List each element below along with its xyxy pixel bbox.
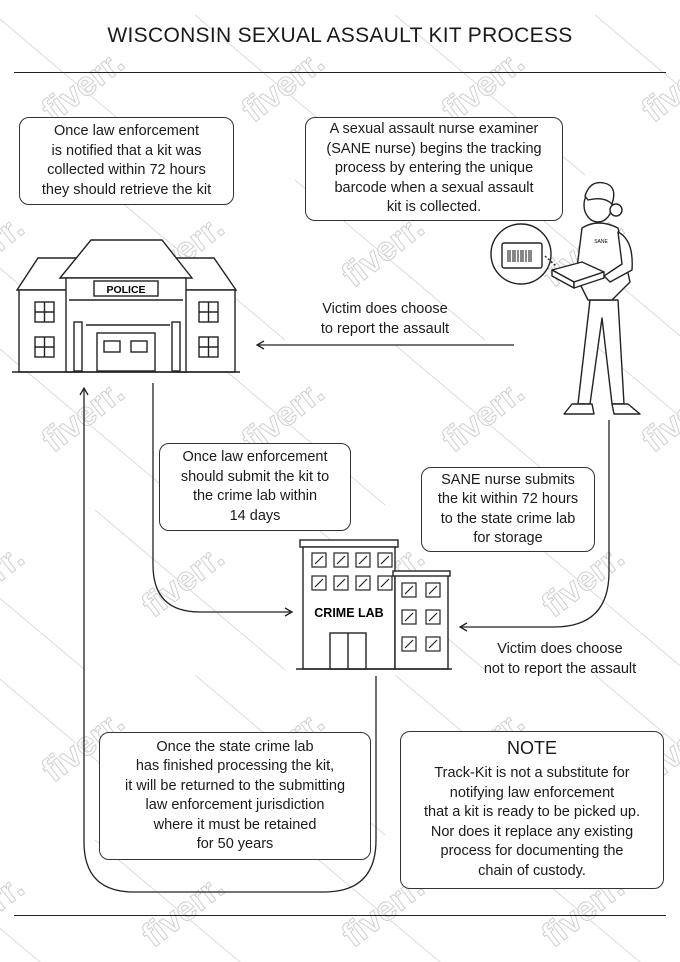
arrow-police-to-lab: [152, 383, 294, 617]
note-box: NOTE Track-Kit is not a substitute for n…: [400, 731, 664, 889]
box-police-retrieve: Once law enforcement is notified that a …: [19, 117, 234, 205]
title-rule: [14, 72, 666, 73]
lab-window-glint: [358, 555, 368, 565]
lab-window-glint: [380, 578, 390, 588]
box-line: A sexual assault nurse examiner: [329, 121, 539, 138]
lab-window-glint: [428, 585, 438, 595]
box-line: SANE nurse submits: [441, 471, 575, 488]
box-line: the crime lab within: [192, 488, 318, 504]
box-sane-tracking: A sexual assault nurse examiner (SANE nu…: [305, 117, 563, 221]
lab-window-glint: [404, 612, 414, 622]
police-sign: POLICE: [106, 284, 145, 296]
watermark-line: [94, 509, 286, 671]
box-line: Once law enforcement: [182, 449, 328, 465]
box-line: Once the state crime lab: [156, 738, 314, 755]
watermark-line: [294, 839, 441, 962]
box-line: to the state crime lab: [440, 510, 576, 527]
nurse-badge: SANE: [594, 239, 608, 245]
crime-lab-sign: CRIME LAB: [314, 606, 383, 620]
box-line: law enforcement jurisdiction: [145, 797, 325, 813]
box-line: it will be returned to the submitting: [124, 777, 346, 794]
note-title: NOTE: [506, 737, 557, 758]
box-line: 14 days: [229, 507, 281, 524]
lab-window-glint: [314, 555, 324, 565]
label-victim-not-reports: Victim does choose not to report the ass…: [465, 640, 655, 679]
box-line: Once law enforcement: [53, 123, 200, 139]
arrow-lab-to-police: [79, 386, 377, 893]
lab-window-glint: [428, 639, 438, 649]
box-line: collected within 72 hours: [47, 162, 206, 178]
label-line: Victim does choose: [322, 301, 448, 317]
box-line: kit is collected.: [386, 199, 482, 216]
box-line: for storage: [473, 530, 543, 546]
box-kit-returned: Once the state crime lab has finished pr…: [99, 732, 371, 860]
box-line: should submit the kit to: [180, 468, 330, 485]
label-line: to report the assault: [320, 320, 450, 337]
note-line: notifying law enforcement: [449, 784, 615, 801]
label-victim-reports: Victim does choose to report the assault: [295, 300, 475, 339]
box-line: where it must be retained: [153, 816, 317, 833]
note-line: that a kit is ready to be picked up.: [423, 804, 640, 821]
note-line: chain of custody.: [478, 862, 586, 879]
watermark-line: [0, 597, 86, 671]
page-title: WISCONSIN SEXUAL ASSAULT KIT PROCESS: [107, 24, 573, 47]
box-line: (SANE nurse) begins the tracking: [326, 140, 542, 157]
box-line: the kit within 72 hours: [437, 491, 579, 507]
note-line: Nor does it replace any existing: [430, 823, 634, 840]
lab-window-glint: [404, 639, 414, 649]
lab-window-glint: [404, 585, 414, 595]
watermark-line: [94, 839, 241, 962]
box-sane-submits: SANE nurse submits the kit within 72 hou…: [421, 467, 595, 552]
box-line: they should retrieve the kit: [41, 181, 212, 198]
watermark-line: [594, 14, 680, 88]
box-line: has finished processing the kit,: [135, 758, 335, 774]
footer-rule: [14, 915, 666, 916]
lab-window-glint: [336, 578, 346, 588]
lab-window-glint: [314, 578, 324, 588]
box-submit-14-days: Once law enforcement should submit the k…: [159, 443, 351, 531]
watermark-line: [594, 674, 680, 748]
arrow-nurse-to-lab: [458, 420, 610, 632]
note-line: process for documenting the: [440, 843, 624, 860]
lab-window-glint: [428, 612, 438, 622]
lab-window-glint: [380, 555, 390, 565]
watermark-line: [594, 344, 680, 418]
label-line: Victim does choose: [497, 641, 623, 657]
label-line: not to report the assault: [483, 660, 637, 677]
note-line: Track-Kit is not a substitute for: [434, 765, 630, 782]
box-line: for 50 years: [196, 836, 274, 852]
box-line: barcode when a sexual assault: [334, 179, 534, 196]
lab-window-glint: [358, 578, 368, 588]
box-line: process by entering the unique: [334, 160, 534, 177]
box-line: is notified that a kit was: [51, 142, 202, 159]
lab-window-glint: [336, 555, 346, 565]
